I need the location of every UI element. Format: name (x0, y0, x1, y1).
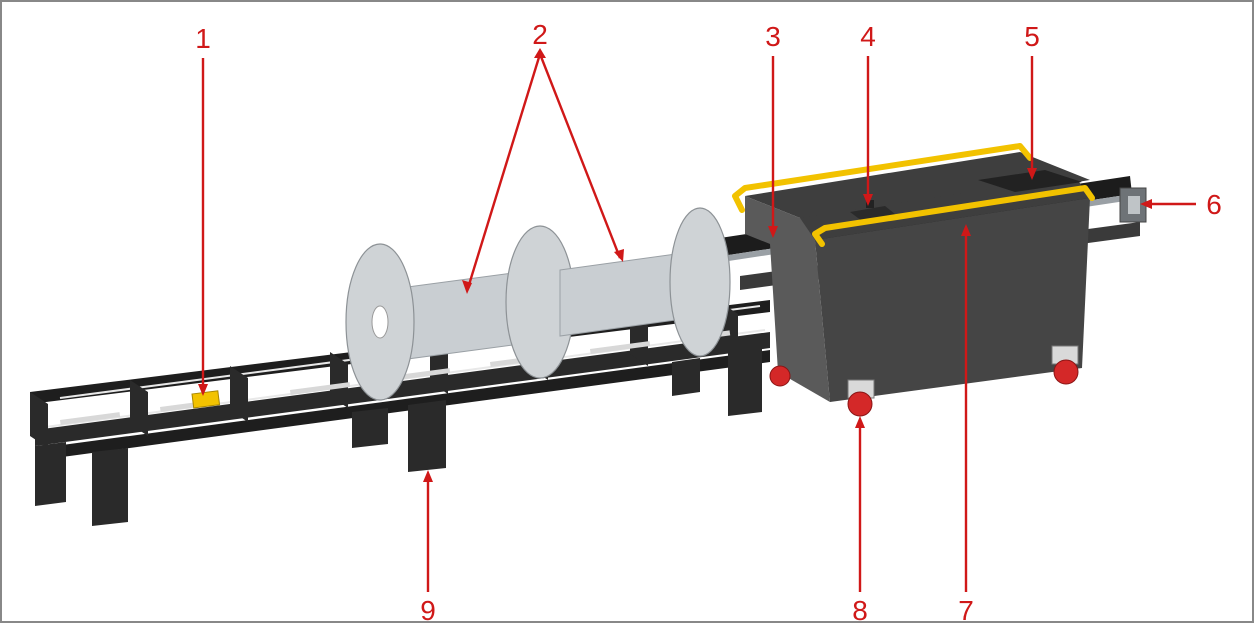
callout-5: 5 (1024, 21, 1040, 52)
yellow-clamp (191, 390, 221, 409)
callout-4: 4 (860, 21, 876, 52)
callout-3: 3 (765, 21, 781, 52)
callout-6: 6 (1206, 189, 1222, 220)
cable-drums (345, 207, 731, 401)
callout-1: 1 (195, 23, 211, 54)
control-cabinet (732, 143, 1095, 417)
callout-9: 9 (420, 595, 436, 625)
callout-8: 8 (852, 595, 868, 625)
callout-numbers: 1 2 3 4 5 6 7 8 9 (195, 19, 1222, 625)
leader-lines (198, 48, 1196, 592)
end-bracket (1119, 187, 1147, 223)
callout-2: 2 (532, 19, 548, 50)
callout-7: 7 (958, 595, 974, 625)
